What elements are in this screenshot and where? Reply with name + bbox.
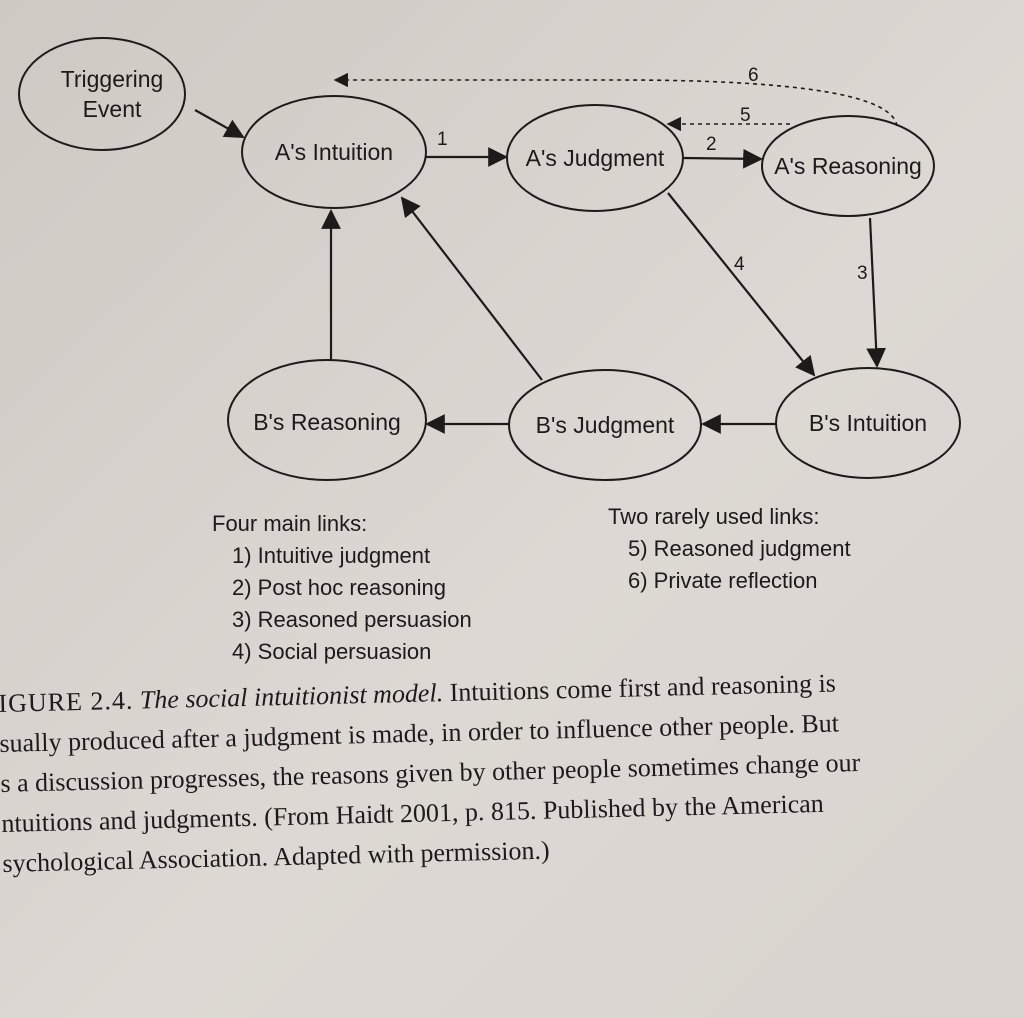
legend-item: 5) Reasoned judgment	[628, 536, 851, 561]
node-label: B's Reasoning	[253, 409, 401, 435]
node-label: A's Judgment	[526, 145, 665, 171]
edge-2-post-hoc-reasoning	[683, 148, 763, 169]
node-label: B's Intuition	[809, 410, 927, 436]
legend-item: 6) Private reflection	[628, 568, 818, 593]
caption-figure-number: IGURE 2.4.	[0, 685, 134, 718]
figure-caption: IGURE 2.4. The social intuitionist model…	[0, 659, 1013, 884]
legend-item: 2) Post hoc reasoning	[232, 575, 447, 600]
edge-label-4: 4	[734, 254, 745, 275]
edge-3-reasoned-persuasion	[866, 217, 887, 368]
node-label: A's Reasoning	[774, 153, 922, 179]
node-a-judgment: A's Judgment	[506, 104, 684, 212]
node-triggering-event: Triggering Event	[18, 37, 186, 151]
edge-label-1: 1	[437, 129, 448, 150]
social-intuitionist-diagram: Triggering Event A's Intuition A's Judgm…	[18, 37, 961, 481]
edge-6-private-reflection	[333, 72, 898, 127]
node-label: A's Intuition	[275, 139, 393, 165]
edge-label-3: 3	[857, 263, 868, 284]
caption-text: Intuitions come first and reasoning is	[449, 668, 837, 707]
caption-title: The social intuitionist model.	[139, 678, 444, 715]
node-label: Triggering	[61, 66, 164, 92]
node-b-reasoning: B's Reasoning	[227, 359, 427, 481]
edge-label-5: 5	[740, 105, 751, 126]
node-a-intuition: A's Intuition	[241, 95, 427, 209]
legend-main-links: Four main links: 1) Intuitive judgment 2…	[212, 508, 472, 668]
node-label: B's Judgment	[536, 412, 675, 438]
node-b-intuition: B's Intuition	[775, 367, 961, 479]
legend-item: 1) Intuitive judgment	[232, 543, 431, 568]
legend-heading: Two rarely used links:	[608, 504, 820, 529]
edge-4-social-persuasion	[667, 192, 816, 377]
legend-item: 4) Social persuasion	[232, 639, 432, 664]
edge-label-2: 2	[706, 134, 717, 155]
node-b-judgment: B's Judgment	[508, 369, 702, 481]
node-a-reasoning: A's Reasoning	[761, 115, 935, 217]
edge-label-6: 6	[748, 65, 759, 86]
edge-b-judgment-to-a-intuition	[400, 196, 543, 381]
legend-heading: Four main links:	[212, 511, 368, 536]
legend-item: 3) Reasoned persuasion	[232, 607, 472, 632]
edge-trigger-to-a-intuition	[194, 109, 245, 138]
legend-rare-links: Two rarely used links: 5) Reasoned judgm…	[608, 501, 851, 597]
node-label: Event	[83, 96, 142, 122]
